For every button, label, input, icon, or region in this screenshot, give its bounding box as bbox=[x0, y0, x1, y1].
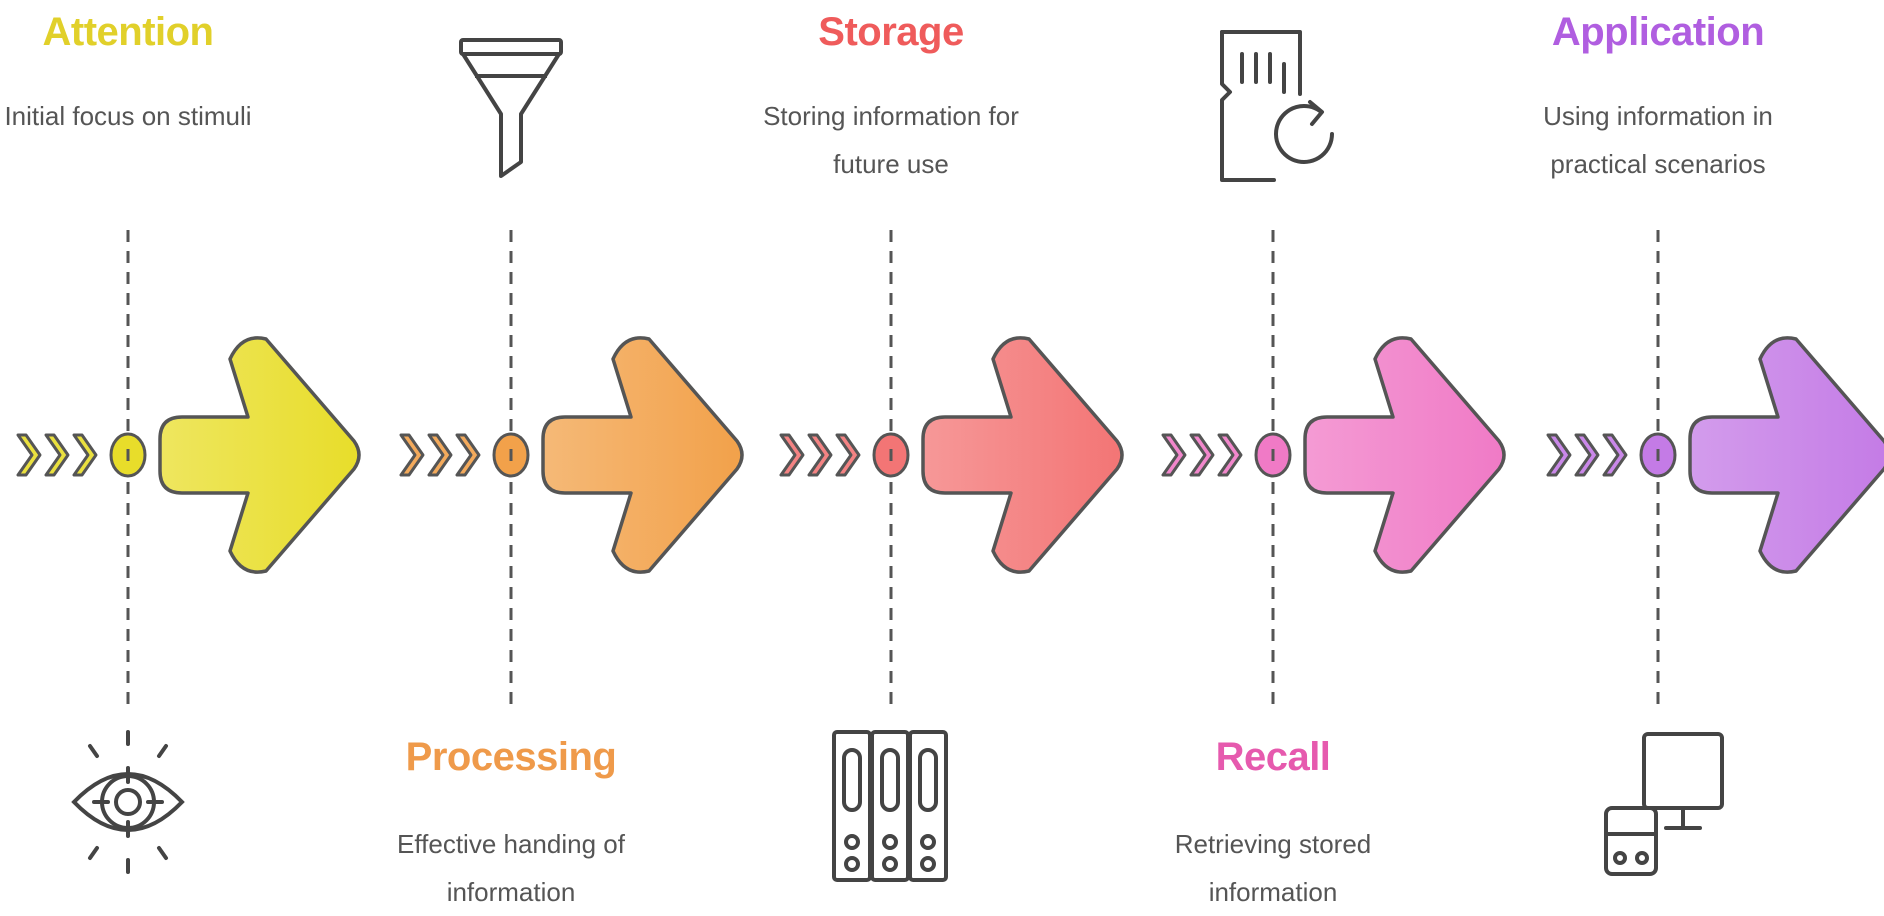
big-arrow bbox=[921, 336, 1124, 574]
chevron-icon bbox=[1574, 433, 1600, 477]
chevron-icon bbox=[399, 433, 425, 477]
big-arrow bbox=[158, 336, 361, 574]
big-arrow bbox=[541, 336, 744, 574]
chevron-icon bbox=[1161, 433, 1187, 477]
arrow-storage bbox=[779, 336, 1124, 574]
big-arrow bbox=[1303, 336, 1506, 574]
arrow-attention bbox=[16, 336, 361, 574]
chevron-icon bbox=[455, 433, 481, 477]
big-arrow bbox=[1688, 336, 1884, 574]
arrow-application bbox=[1546, 336, 1884, 574]
arrow-recall bbox=[1161, 336, 1506, 574]
chevron-icon bbox=[16, 433, 42, 477]
arrow-processing bbox=[399, 336, 744, 574]
chevron-icon bbox=[1546, 433, 1572, 477]
chevron-icon bbox=[1189, 433, 1215, 477]
arrow-row bbox=[16, 336, 1884, 574]
chevron-icon bbox=[807, 433, 833, 477]
chevron-icon bbox=[427, 433, 453, 477]
chevron-icon bbox=[1217, 433, 1243, 477]
chevron-icon bbox=[835, 433, 861, 477]
chevron-icon bbox=[44, 433, 70, 477]
chevron-icon bbox=[779, 433, 805, 477]
chevron-icon bbox=[72, 433, 98, 477]
chevron-icon bbox=[1602, 433, 1628, 477]
